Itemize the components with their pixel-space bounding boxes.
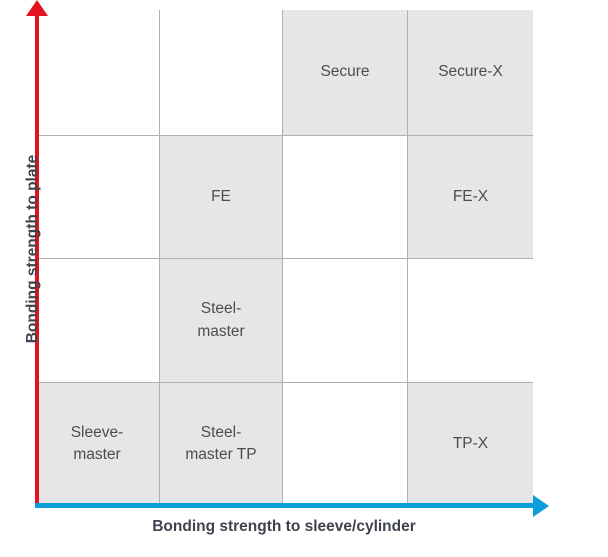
matrix-cell-label: Sleeve- master	[70, 423, 124, 463]
matrix-cell-label: FE	[211, 187, 231, 205]
matrix-cell-fe-x[interactable]: FE-X	[408, 136, 533, 259]
matrix-cell-empty-r1-c2	[160, 10, 283, 136]
y-axis-line	[35, 12, 39, 507]
matrix-cell-label: Secure	[320, 63, 370, 81]
matrix-cell-empty-r1-c1	[35, 10, 160, 136]
matrix-cell-secure[interactable]: Secure	[283, 10, 408, 136]
x-axis-arrowhead-icon	[533, 495, 549, 517]
matrix-cell-fe[interactable]: FE	[160, 136, 283, 259]
matrix-cell-label: Secure-X	[438, 63, 503, 81]
matrix-cell-empty-r2-c3	[283, 136, 408, 259]
matrix-cell-steel-master[interactable]: Steel- master	[160, 259, 283, 383]
matrix-cell-label: Steel- master TP	[185, 423, 257, 463]
x-axis-title: Bonding strength to sleeve/cylinder	[152, 518, 416, 535]
matrix-cell-secure-x[interactable]: Secure-X	[408, 10, 533, 136]
matrix-cell-label: Steel- master	[197, 300, 245, 340]
matrix-cell-steel-master-tp[interactable]: Steel- master TP	[160, 383, 283, 505]
matrix-cell-empty-r3-c1	[35, 259, 160, 383]
matrix-cell-label: TP-X	[452, 434, 489, 452]
matrix-cell-empty-r3-c4	[408, 259, 533, 383]
x-axis-line	[35, 503, 537, 508]
matrix-cell-tp-x[interactable]: TP-X	[408, 383, 533, 505]
matrix-cell-label: FE-X	[452, 187, 489, 205]
y-axis-title: Bonding strength to plate	[24, 154, 41, 344]
matrix-cell-sleeve-master[interactable]: Sleeve- master	[35, 383, 160, 505]
matrix-cell-empty-r3-c3	[283, 259, 408, 383]
y-axis-arrowhead-icon	[26, 0, 48, 16]
matrix-cell-empty-r2-c1	[35, 136, 160, 259]
matrix-cell-empty-r4-c3	[283, 383, 408, 505]
